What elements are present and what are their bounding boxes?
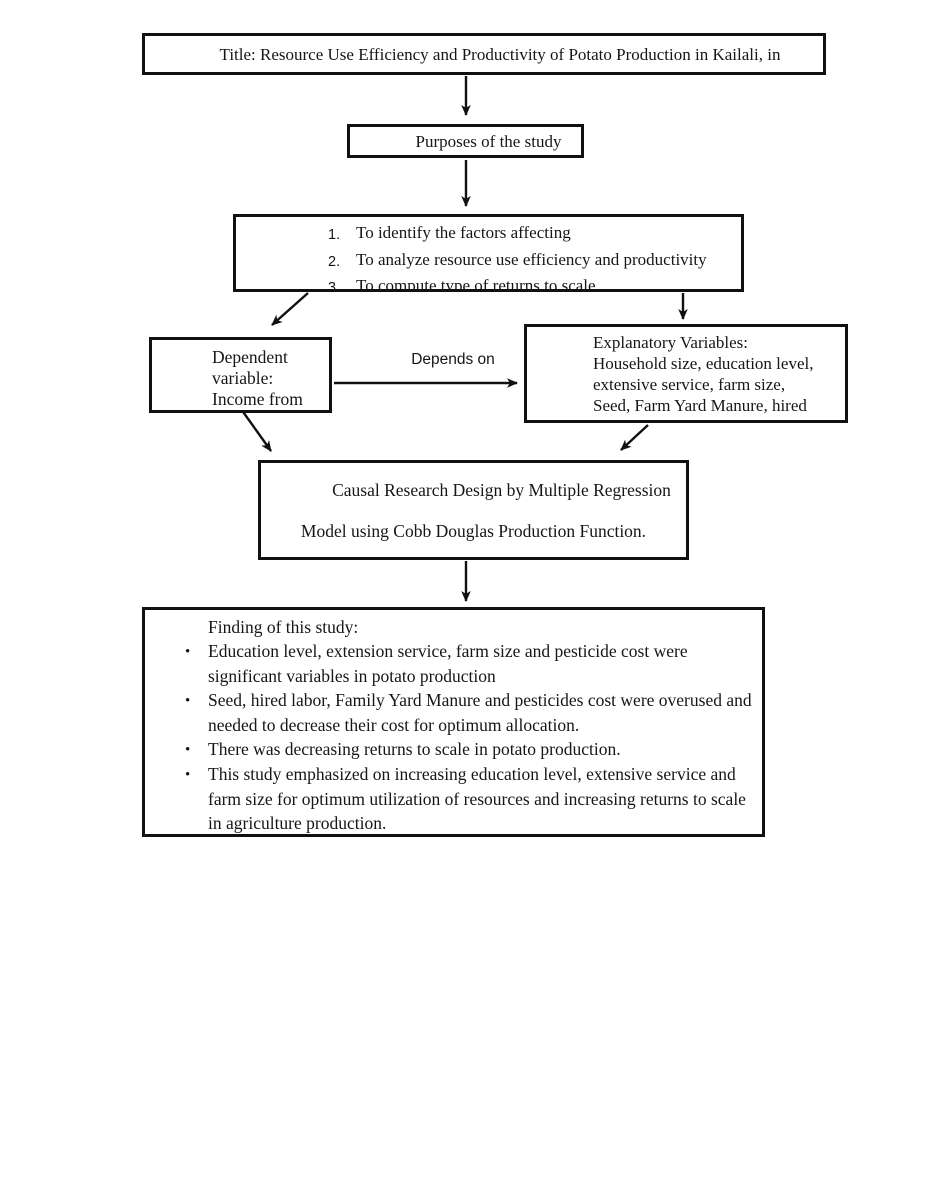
- arrow-dependent-to-design: [240, 408, 272, 452]
- finding-text: There was decreasing returns to scale in…: [208, 739, 621, 760]
- finding-item: • Seed, hired labor, Family Yard Manure …: [185, 688, 752, 737]
- explanatory-line: Explanatory Variables:: [593, 333, 749, 352]
- finding-item: • This study emphasized on increasing ed…: [185, 762, 752, 834]
- objective-item: 1. To identify the factors affecting: [328, 221, 735, 248]
- dependent-line: Dependent: [212, 347, 288, 367]
- arrow-objectives-to-dependent: [271, 292, 309, 326]
- finding-text: Seed, hired labor, Family Yard Manure an…: [208, 690, 752, 735]
- finding-item: • There was decreasing returns to scale …: [185, 737, 752, 762]
- findings-box: Finding of this study: • Education level…: [142, 607, 765, 837]
- dependent-line: Income from: [212, 389, 303, 409]
- bullet-icon: •: [185, 742, 191, 759]
- arrow-explanatory-to-design: [620, 424, 649, 451]
- bullet-icon: •: [185, 693, 191, 710]
- explanatory-line: extensive service, farm size,: [593, 375, 786, 394]
- bullet-icon: •: [185, 767, 191, 784]
- dependent-line: variable:: [212, 368, 274, 388]
- design-line: Causal Research Design by Multiple Regre…: [332, 480, 671, 500]
- findings-heading: Finding of this study:: [208, 617, 359, 637]
- title-box: Title: Resource Use Efficiency and Produ…: [142, 33, 826, 75]
- finding-text: Education level, extension service, farm…: [208, 641, 688, 686]
- purposes-box: Purposes of the study: [347, 124, 584, 158]
- depends-on-label: Depends on: [411, 351, 495, 368]
- explanatory-line: Household size, education level,: [593, 354, 814, 373]
- objectives-box: 1. To identify the factors affecting 2. …: [233, 214, 744, 292]
- objective-number: 3.: [328, 280, 341, 292]
- research-design-box: Causal Research Design by Multiple Regre…: [258, 460, 689, 560]
- objective-text: To identify the factors affecting: [356, 223, 571, 242]
- design-line: Model using Cobb Douglas Production Func…: [300, 521, 647, 541]
- explanatory-line: Seed, Farm Yard Manure, hired: [593, 396, 807, 415]
- objective-item: 3. To compute type of returns to scale: [328, 274, 735, 292]
- objective-item: 2. To analyze resource use efficiency an…: [328, 248, 735, 275]
- objective-number: 2.: [328, 253, 341, 270]
- title-text: Title: Resource Use Efficiency and Produ…: [219, 45, 781, 64]
- finding-item: • Education level, extension service, fa…: [185, 639, 752, 688]
- purposes-text: Purposes of the study: [415, 132, 562, 151]
- dependent-variable-box: Dependent variable: Income from: [149, 337, 332, 413]
- objective-number: 1.: [328, 227, 341, 243]
- objective-text: To compute type of returns to scale: [356, 276, 596, 292]
- objective-text: To analyze resource use efficiency and p…: [356, 249, 707, 269]
- bullet-icon: •: [185, 644, 191, 661]
- finding-text: This study emphasized on increasing educ…: [208, 764, 746, 834]
- explanatory-variables-box: Explanatory Variables: Household size, e…: [524, 324, 848, 423]
